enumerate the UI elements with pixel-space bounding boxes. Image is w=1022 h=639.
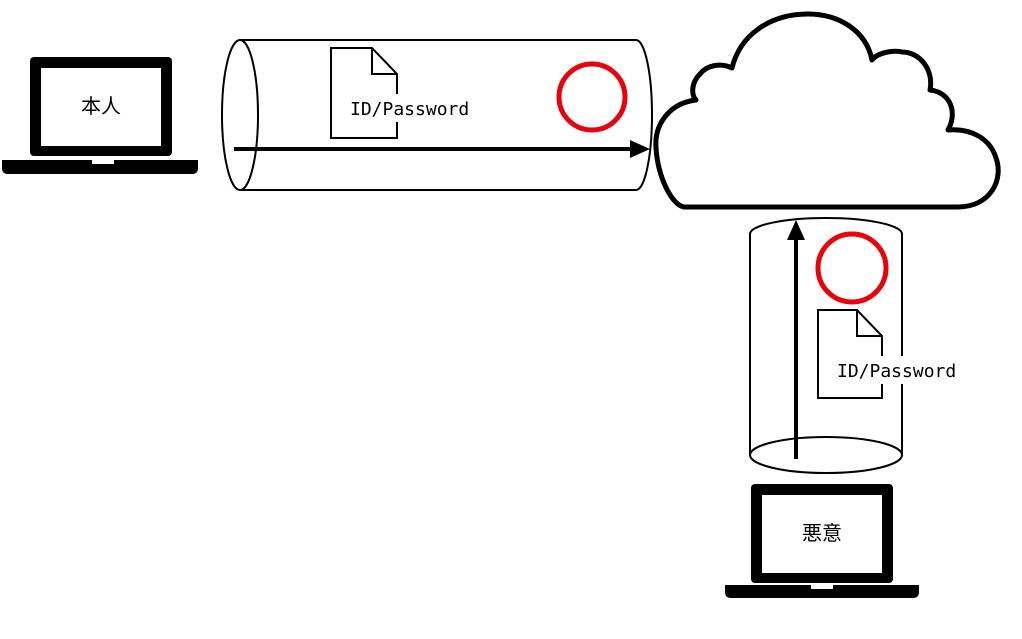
owner-label: 本人 — [81, 94, 121, 118]
vertical-tunnel-top-end — [749, 217, 903, 235]
vertical-ok-mark-icon — [815, 231, 889, 305]
horizontal-tunnel-body — [240, 39, 636, 191]
horizontal-tunnel-left-end — [221, 39, 259, 191]
horizontal-document-icon — [330, 47, 398, 139]
vertical-tunnel: ID/Password — [749, 217, 962, 474]
owner-laptop-notch — [92, 160, 114, 164]
owner-laptop-screen — [41, 68, 161, 146]
vertical-document-icon — [817, 309, 883, 399]
malicious-laptop-notch — [811, 585, 833, 589]
vertical-tunnel-bottom-end — [749, 436, 903, 474]
malicious-label: 悪意 — [802, 521, 842, 545]
owner-laptop-icon: 本人 — [2, 57, 198, 174]
horizontal-tunnel: ID/Password — [221, 39, 653, 191]
vertical-document-label-bg — [832, 356, 962, 384]
horizontal-ok-mark-icon — [556, 61, 628, 133]
vertical-tunnel-body — [749, 234, 903, 455]
horizontal-document-label-bg — [345, 94, 475, 122]
malicious-laptop-screen — [762, 495, 882, 573]
horizontal-arrow-head — [630, 140, 650, 158]
vertical-arrow-head — [787, 220, 805, 240]
horizontal-document-label: ID/Password — [350, 99, 469, 120]
cloud-icon — [653, 11, 1001, 210]
horizontal-tunnel-right-end — [635, 39, 653, 191]
owner-laptop-base — [2, 160, 198, 174]
malicious-laptop-base — [725, 585, 919, 598]
vertical-document-label: ID/Password — [837, 361, 956, 382]
malicious-laptop-icon: 悪意 — [725, 484, 919, 598]
